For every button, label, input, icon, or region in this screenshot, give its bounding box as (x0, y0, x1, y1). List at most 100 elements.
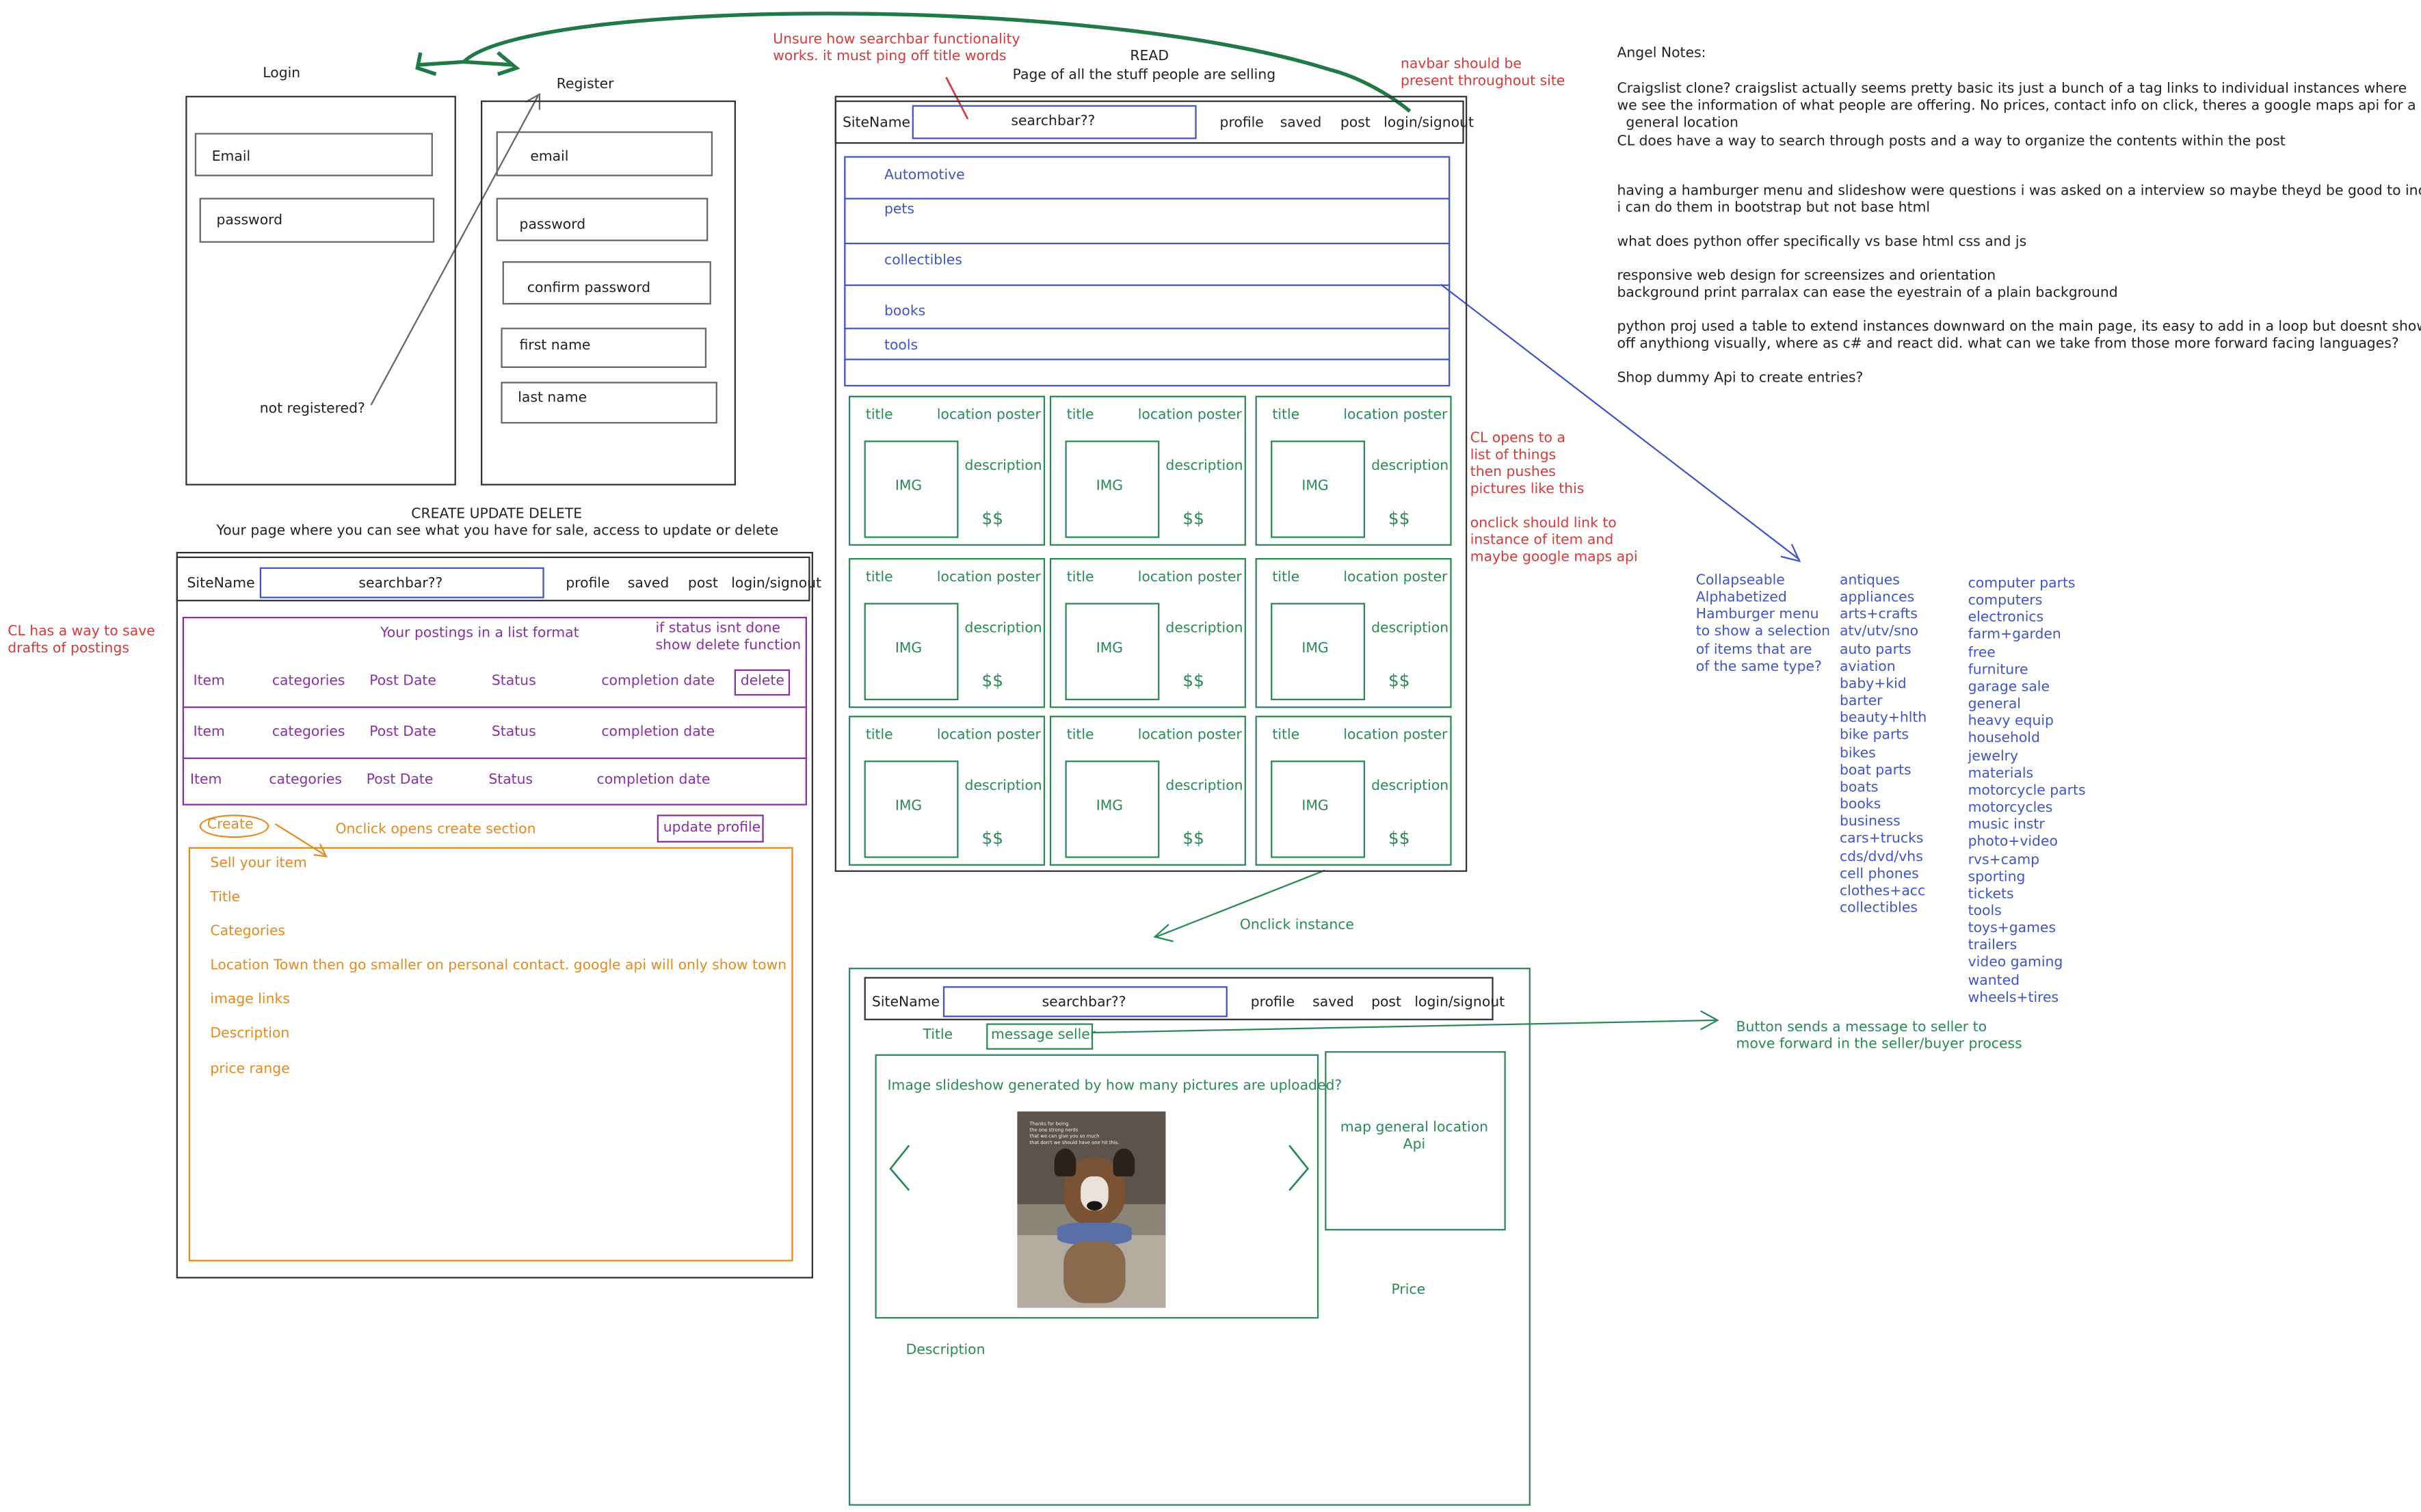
category-link[interactable]: furniture (1968, 663, 2028, 678)
category-link[interactable]: tickets (1968, 887, 2014, 903)
category-link[interactable]: collectibles (1839, 901, 1918, 917)
category-link[interactable]: arts+crafts (1839, 608, 1918, 624)
nav-login[interactable]: login/signout (1384, 116, 1474, 132)
category-link[interactable]: books (1839, 797, 1881, 814)
nav-saved[interactable]: saved (1280, 116, 1322, 132)
category-item[interactable]: collectibles (884, 253, 962, 269)
category-link[interactable]: beauty+hlth (1839, 711, 1927, 728)
create-form-field[interactable]: Location Town then go smaller on persona… (210, 958, 787, 974)
nav-post[interactable]: post (1371, 995, 1402, 1011)
listing-card[interactable] (1255, 715, 1452, 866)
category-link[interactable]: toys+games (1968, 921, 2056, 938)
slideshow-next-icon[interactable] (1286, 1145, 1308, 1192)
nav-login[interactable]: login/signout (1414, 995, 1505, 1011)
category-link[interactable]: rvs+camp (1968, 852, 2040, 868)
login-password-field[interactable] (199, 198, 435, 243)
category-link[interactable]: jewelry (1968, 749, 2019, 765)
category-link[interactable]: computers (1968, 594, 2043, 609)
nav-post[interactable]: post (1340, 116, 1371, 132)
login-email-field[interactable] (194, 133, 433, 176)
category-link[interactable]: bikes (1839, 745, 1876, 762)
category-link[interactable]: wheels+tires (1968, 990, 2059, 1007)
listing-card[interactable] (1049, 558, 1246, 708)
register-email-field[interactable] (496, 131, 713, 176)
category-link[interactable]: appliances (1839, 590, 1915, 607)
category-item[interactable]: tools (884, 339, 918, 354)
listing-card[interactable] (849, 558, 1046, 708)
category-link[interactable]: computer parts (1968, 576, 2076, 592)
category-link[interactable]: business (1839, 814, 1901, 831)
nav-login[interactable]: login/signout (731, 576, 822, 592)
listing-card[interactable] (1049, 715, 1246, 866)
site-name[interactable]: SiteName (187, 576, 255, 592)
category-link[interactable]: motorcycles (1968, 801, 2053, 817)
site-name[interactable]: SiteName (871, 995, 940, 1011)
category-link[interactable]: auto parts (1839, 642, 1911, 659)
category-link[interactable]: heavy equip (1968, 714, 2054, 730)
category-link[interactable]: household (1968, 732, 2040, 747)
category-link[interactable]: antiques (1839, 573, 1900, 589)
category-link[interactable]: cell phones (1839, 866, 1919, 882)
category-link[interactable]: wanted (1968, 973, 2020, 989)
category-link[interactable]: photo+video (1968, 835, 2058, 851)
category-link[interactable]: garage sale (1968, 680, 2050, 696)
create-form-field[interactable]: Description (210, 1026, 290, 1042)
search-input[interactable] (912, 105, 1197, 140)
category-link[interactable]: farm+garden (1968, 628, 2061, 644)
listing-card[interactable] (1255, 558, 1452, 708)
listing-card[interactable] (849, 395, 1046, 546)
register-firstname-field[interactable] (501, 328, 707, 368)
category-link[interactable]: tools (1968, 904, 2002, 920)
category-item[interactable]: Automotive (884, 168, 965, 184)
register-confirm-field[interactable] (502, 261, 711, 305)
search-input[interactable] (942, 986, 1228, 1018)
nav-profile[interactable]: profile (1250, 995, 1295, 1011)
create-form-field[interactable]: image links (210, 992, 290, 1008)
site-name[interactable]: SiteName (842, 116, 911, 132)
category-link[interactable]: electronics (1968, 611, 2044, 627)
create-form-field[interactable]: Title (210, 890, 241, 906)
slideshow-prev-icon[interactable] (890, 1145, 912, 1192)
update-profile-button[interactable] (657, 814, 764, 843)
delete-button[interactable] (734, 669, 791, 696)
create-button[interactable] (199, 814, 269, 838)
create-form-field[interactable]: Categories (210, 924, 286, 940)
category-link[interactable]: aviation (1839, 659, 1896, 676)
not-registered-link[interactable]: not registered? (259, 401, 365, 418)
listing-card[interactable] (1255, 395, 1452, 546)
category-link[interactable]: cars+trucks (1839, 832, 1924, 848)
category-link[interactable]: free (1968, 646, 1996, 661)
nav-saved[interactable]: saved (627, 576, 670, 592)
search-input[interactable] (259, 567, 544, 598)
category-link[interactable]: cds/dvd/vhs (1839, 849, 1923, 865)
listing-image (1271, 440, 1366, 538)
category-item[interactable]: books (884, 304, 926, 320)
listing-description: description (1371, 621, 1449, 637)
nav-profile[interactable]: profile (1219, 116, 1264, 132)
category-link[interactable]: materials (1968, 766, 2034, 782)
listing-card[interactable] (849, 715, 1046, 866)
category-link[interactable]: clothes+acc (1839, 884, 1926, 900)
create-form-field[interactable]: price range (210, 1061, 290, 1078)
register-lastname-field[interactable] (501, 382, 717, 424)
listing-card[interactable] (1049, 395, 1246, 546)
nav-saved[interactable]: saved (1312, 995, 1354, 1011)
category-item[interactable]: pets (884, 202, 915, 218)
create-form-field[interactable]: Sell your item (210, 856, 307, 872)
category-link[interactable]: motorcycle parts (1968, 783, 2086, 799)
category-link[interactable]: bike parts (1839, 728, 1909, 745)
category-link[interactable]: general (1968, 697, 2021, 713)
nav-post[interactable]: post (687, 576, 718, 592)
category-link[interactable]: baby+kid (1839, 676, 1907, 693)
category-link[interactable]: atv/utv/sno (1839, 625, 1919, 641)
nav-profile[interactable]: profile (566, 576, 610, 592)
register-password-field[interactable] (496, 198, 709, 241)
message-seller-button[interactable] (986, 1023, 1094, 1050)
category-link[interactable]: boats (1839, 780, 1879, 796)
category-link[interactable]: video gaming (1968, 955, 2063, 972)
category-link[interactable]: barter (1839, 694, 1883, 710)
category-link[interactable]: music instr (1968, 818, 2045, 834)
category-link[interactable]: trailers (1968, 938, 2018, 955)
category-link[interactable]: boat parts (1839, 763, 1911, 779)
category-link[interactable]: sporting (1968, 869, 2026, 886)
